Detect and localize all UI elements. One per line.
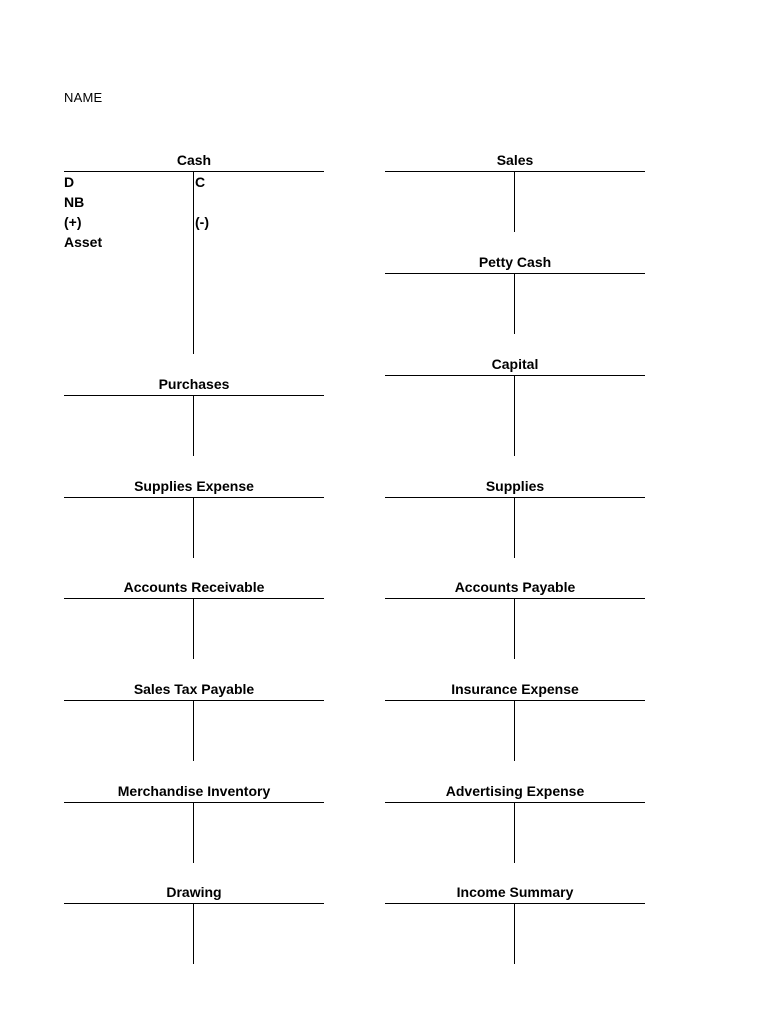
t-account-horizontal-rule	[64, 700, 324, 701]
t-account-horizontal-rule	[64, 171, 324, 172]
t-account-supplies-expense: Supplies Expense	[64, 477, 324, 559]
t-account-title: Sales Tax Payable	[133, 681, 255, 697]
t-account-horizontal-rule	[64, 497, 324, 498]
t-account-horizontal-rule	[385, 375, 645, 376]
t-account-title: Drawing	[166, 884, 222, 900]
t-account-horizontal-rule	[64, 395, 324, 396]
t-account-petty-cash: Petty Cash	[385, 253, 645, 335]
t-account-vertical-rule	[193, 802, 194, 863]
t-account-horizontal-rule	[64, 802, 324, 803]
t-account-capital: Capital	[385, 355, 645, 457]
t-account-accounts-receivable: Accounts Receivable	[64, 578, 324, 660]
t-account-title: Income Summary	[456, 884, 574, 900]
t-account-horizontal-rule	[64, 903, 324, 904]
t-account-merchandise-inventory: Merchandise Inventory	[64, 782, 324, 864]
t-account-title: Supplies	[485, 478, 545, 494]
t-account-vertical-rule	[514, 802, 515, 863]
t-account-horizontal-rule	[385, 802, 645, 803]
t-account-horizontal-rule	[385, 171, 645, 172]
t-account-title: Purchases	[158, 376, 230, 392]
increase-label: (+)	[64, 214, 82, 230]
t-account-title: Accounts Payable	[454, 579, 576, 595]
name-label: NAME	[64, 90, 103, 105]
t-account-vertical-rule	[514, 497, 515, 558]
t-account-vertical-rule	[514, 903, 515, 964]
t-account-vertical-rule	[193, 700, 194, 761]
t-account-cash: Cash D NB (+) Asset C (-)	[64, 151, 324, 356]
t-account-insurance-expense: Insurance Expense	[385, 680, 645, 762]
t-account-vertical-rule	[514, 171, 515, 232]
t-account-vertical-rule	[193, 903, 194, 964]
account-type-label: Asset	[64, 234, 103, 250]
t-account-title: Accounts Receivable	[123, 579, 265, 595]
t-account-sales-tax-payable: Sales Tax Payable	[64, 680, 324, 762]
t-account-vertical-rule	[193, 497, 194, 558]
t-account-title: Petty Cash	[478, 254, 552, 270]
decrease-label: (-)	[195, 214, 209, 230]
normal-balance-label: NB	[64, 194, 85, 210]
t-account-horizontal-rule	[385, 273, 645, 274]
t-account-horizontal-rule	[385, 700, 645, 701]
t-account-horizontal-rule	[385, 903, 645, 904]
t-account-accounts-payable: Accounts Payable	[385, 578, 645, 660]
t-account-vertical-rule	[193, 395, 194, 456]
t-account-title: Merchandise Inventory	[117, 783, 271, 799]
t-account-title: Cash	[176, 152, 212, 168]
t-account-vertical-rule	[193, 171, 194, 354]
t-account-drawing: Drawing	[64, 883, 324, 965]
t-account-title: Advertising Expense	[445, 783, 585, 799]
t-account-title: Capital	[491, 356, 539, 372]
t-account-vertical-rule	[514, 273, 515, 334]
t-account-title: Insurance Expense	[451, 681, 579, 697]
debit-label: D	[64, 174, 75, 190]
t-account-title: Sales	[496, 152, 534, 168]
credit-label: C	[195, 174, 206, 190]
t-account-horizontal-rule	[385, 598, 645, 599]
t-account-vertical-rule	[193, 598, 194, 659]
t-account-vertical-rule	[514, 700, 515, 761]
t-account-horizontal-rule	[64, 598, 324, 599]
t-account-advertising-expense: Advertising Expense	[385, 782, 645, 864]
t-account-sales: Sales	[385, 151, 645, 233]
t-account-horizontal-rule	[385, 497, 645, 498]
t-account-income-summary: Income Summary	[385, 883, 645, 965]
t-account-vertical-rule	[514, 598, 515, 659]
t-account-supplies: Supplies	[385, 477, 645, 559]
t-account-purchases: Purchases	[64, 375, 324, 457]
t-account-title: Supplies Expense	[134, 478, 254, 494]
t-account-vertical-rule	[514, 375, 515, 456]
